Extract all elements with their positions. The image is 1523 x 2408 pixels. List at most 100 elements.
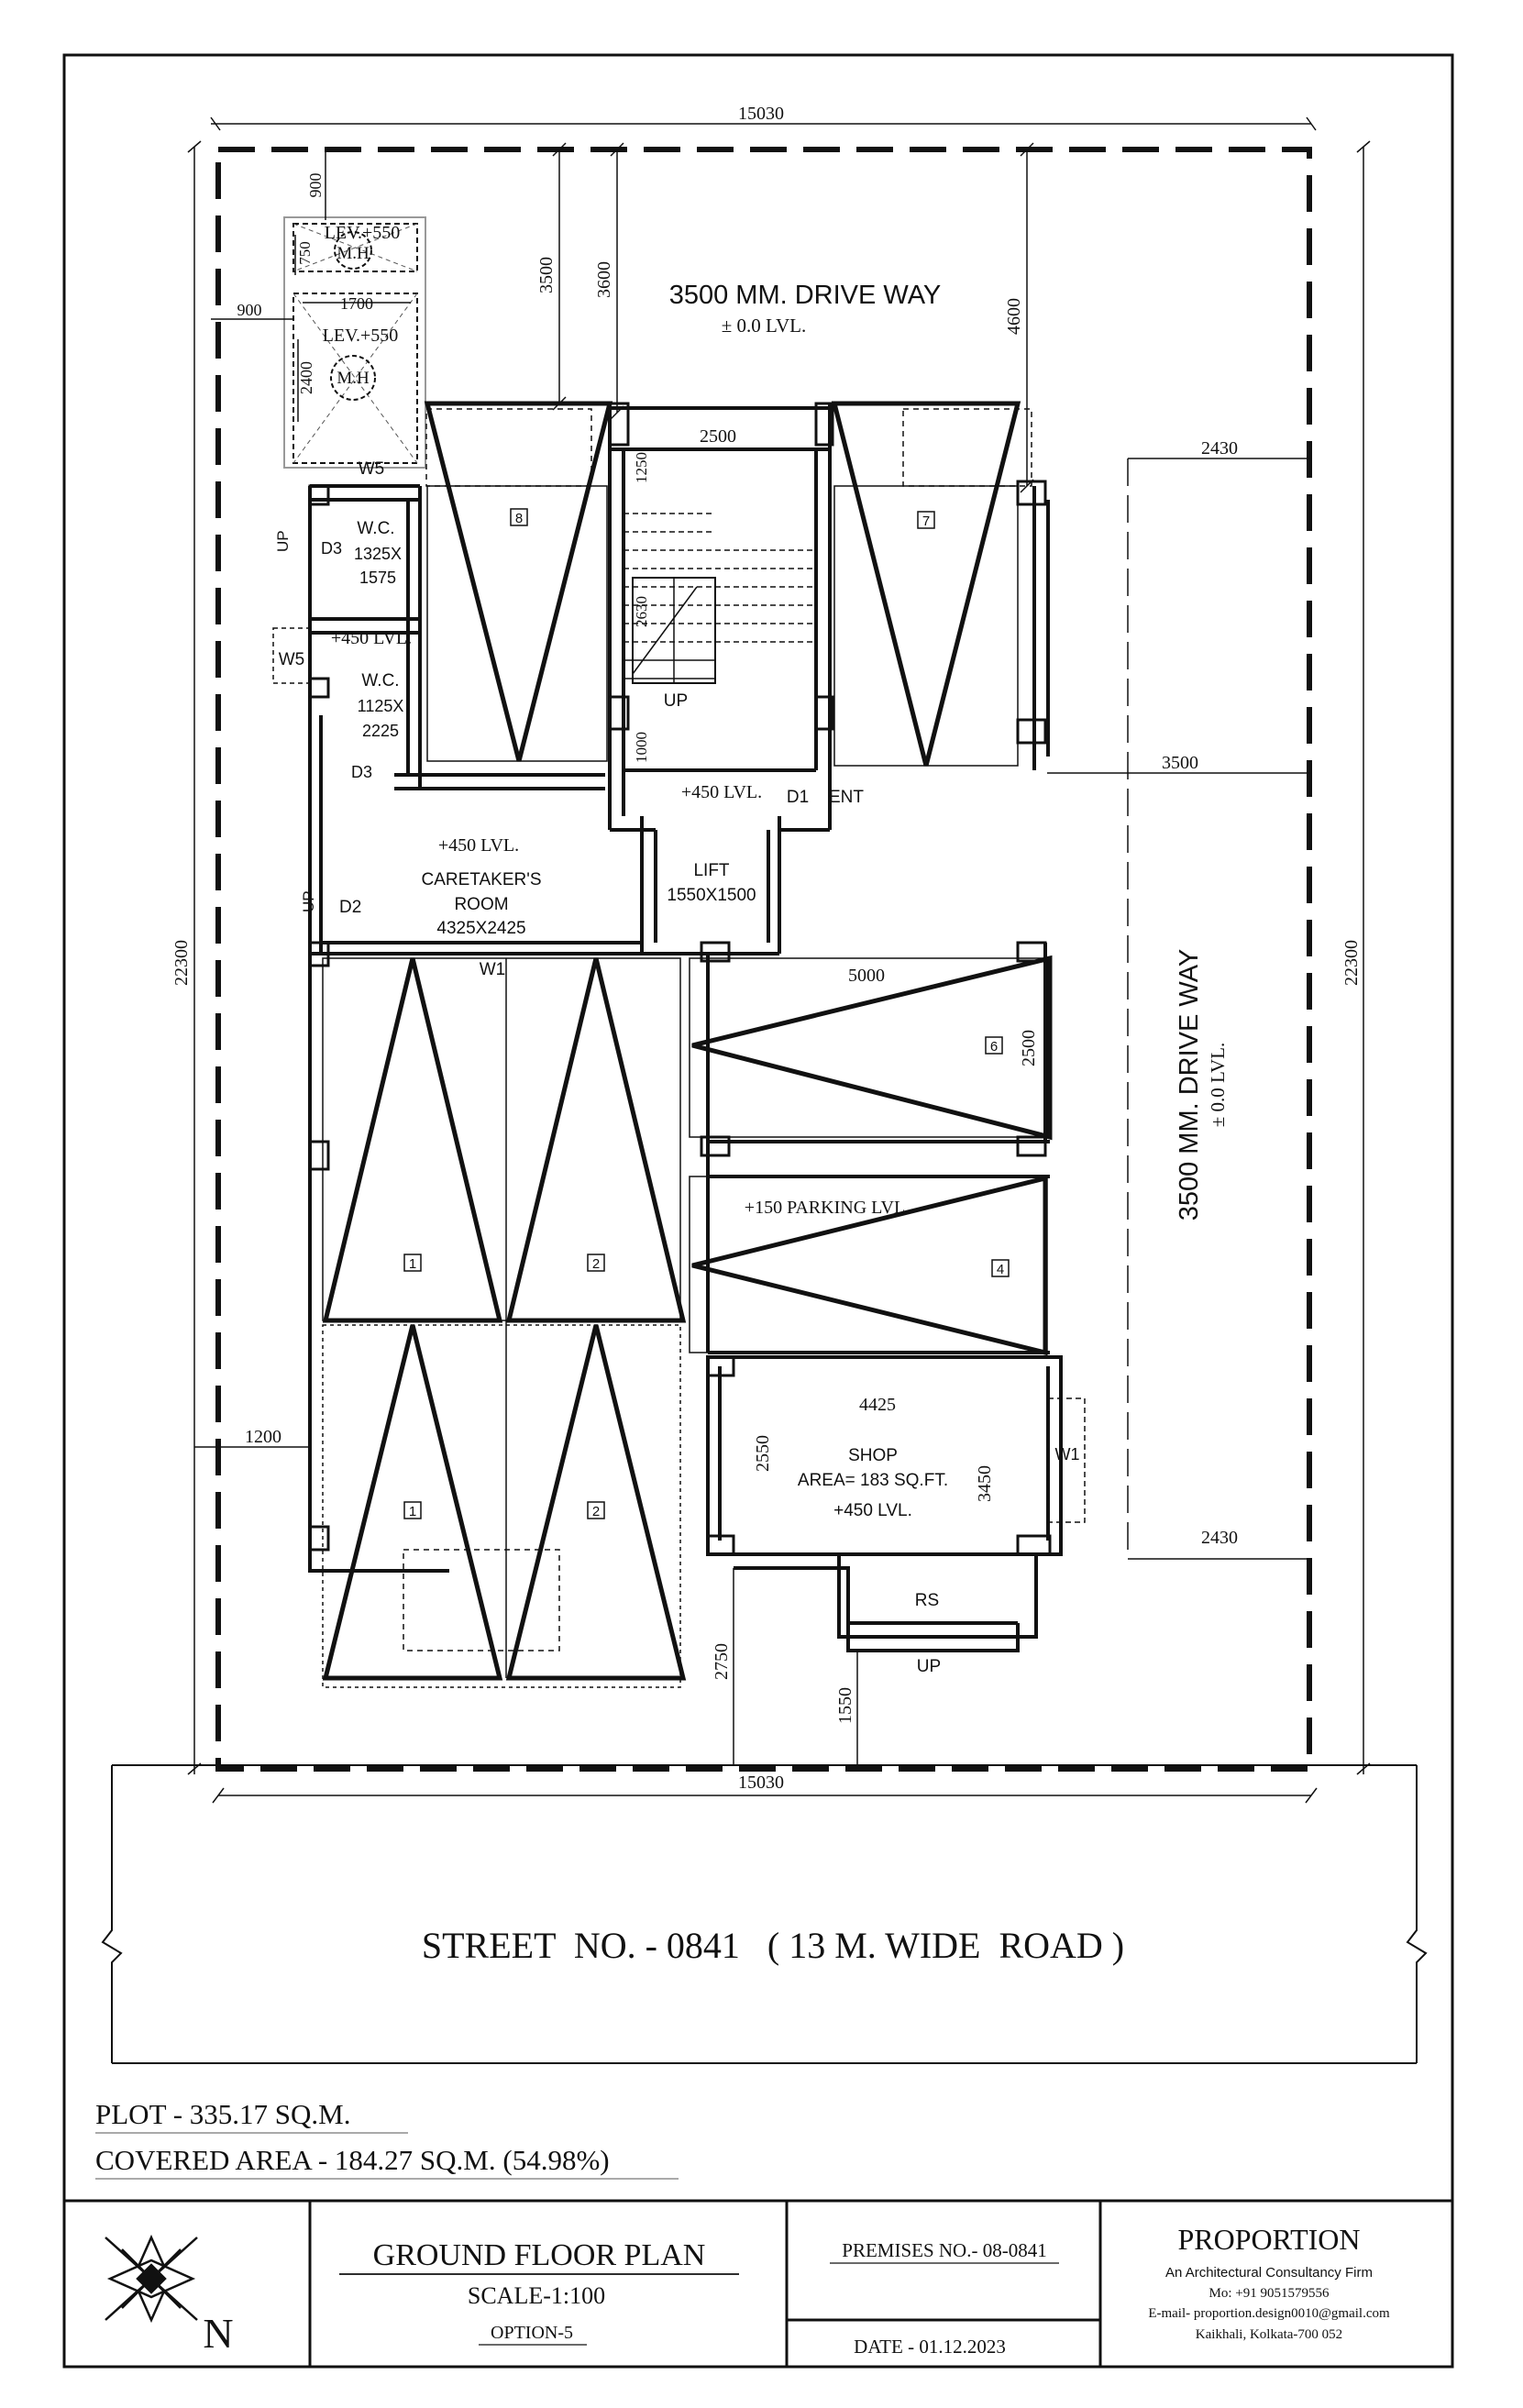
car-slot-1a: 1: [409, 1256, 416, 1272]
wc2-size-1: 1125X: [358, 697, 404, 715]
lev-label-2: LEV.+550: [323, 326, 399, 346]
wc1-size-2: 1575: [359, 569, 396, 587]
dim-stair-1000: 1000: [633, 732, 650, 763]
title-block-frame: [64, 2199, 1452, 2367]
plot-area: PLOT - 335.17 SQ.M.: [95, 2098, 350, 2130]
car-slot-number-boxes: [403, 508, 1010, 1519]
wc2-level: +450 LVL.: [331, 628, 412, 648]
firm-mobile: Mo: +91 9051579556: [1209, 2286, 1330, 2301]
dim-mh-2400: 2400: [297, 361, 315, 394]
dim-bottom-width: 15030: [738, 1773, 784, 1793]
wc1-title: W.C.: [357, 519, 394, 538]
car-slot-1b: 1: [409, 1504, 416, 1519]
mh-label-2: M.H: [337, 369, 370, 388]
dim-right-3500: 3500: [1162, 753, 1198, 773]
street-label: STREET NO. - 0841 ( 13 M. WIDE ROAD ): [422, 1925, 1124, 1966]
north-label: N: [203, 2310, 233, 2357]
firm-address: Kaikhali, Kolkata-700 052: [1196, 2327, 1342, 2342]
wc1-size-1: 1325X: [354, 545, 402, 563]
lift-size: 1550X1500: [667, 886, 756, 905]
d2-label: D2: [339, 898, 361, 917]
shop-window-frames: [272, 627, 1086, 1523]
dim-parking-5000: 5000: [848, 966, 885, 986]
drawing-option: OPTION-5: [491, 2323, 573, 2343]
premises-number: PREMISES NO.- 08-0841: [842, 2239, 1046, 2261]
up-wc-label: UP: [274, 530, 292, 552]
shop-area: AREA= 183 SQ.FT.: [798, 1471, 948, 1490]
dim-right-2430-top: 2430: [1201, 438, 1238, 458]
sheet-border: [62, 53, 1454, 2369]
caretaker-level: +450 LVL.: [438, 835, 519, 856]
lev-label-1: LEV.+550: [325, 223, 401, 243]
d1-label: D1: [787, 788, 809, 807]
drawing-scale: SCALE-1:100: [468, 2282, 605, 2309]
dim-manhole-left: 900: [237, 301, 262, 319]
dim-left-height: 22300: [171, 940, 192, 986]
dim-shop-4425: 4425: [859, 1395, 896, 1415]
dim-right-height: 22300: [1341, 940, 1362, 986]
w5-left-label: W5: [279, 650, 305, 669]
drawing-date: DATE - 01.12.2023: [854, 2336, 1006, 2358]
top-setback-dims: [552, 142, 1034, 493]
car-slot-2b: 2: [592, 1504, 600, 1519]
stair-up-label: UP: [664, 691, 688, 711]
ent-label: ENT: [829, 788, 864, 807]
driveway-top-level: ± 0.0 LVL.: [722, 315, 806, 337]
columns: [308, 402, 1052, 1556]
dim-parking-2500: 2500: [1019, 1030, 1039, 1066]
dim-right-2430-bottom: 2430: [1201, 1528, 1238, 1548]
covered-area: COVERED AREA - 184.27 SQ.M. (54.98%): [95, 2144, 610, 2176]
building-walls: [308, 403, 1063, 1652]
car-slot-2a: 2: [592, 1256, 600, 1272]
dim-front-2750: 2750: [712, 1643, 732, 1680]
dim-3500-top: 3500: [536, 257, 557, 293]
d3-label-b: D3: [351, 763, 372, 781]
caretaker-title-2: ROOM: [454, 895, 508, 914]
dim-stair-2630: 2630: [633, 596, 650, 627]
up-shop-label: UP: [917, 1657, 941, 1676]
caretaker-size: 4325X2425: [436, 919, 525, 938]
w1-caretaker-label: W1: [480, 960, 506, 979]
overall-dimensions: [187, 116, 1371, 1804]
right-setback-dims: [194, 458, 1311, 1765]
dim-shop-2550: 2550: [753, 1435, 773, 1472]
firm-email: E-mail- proportion.design0010@gmail.com: [1148, 2306, 1390, 2321]
dim-stair-1250: 1250: [633, 452, 650, 483]
mh-label-1: M.H: [337, 244, 370, 263]
shop-title: SHOP: [848, 1446, 898, 1465]
car-slot-frames: [322, 408, 1048, 1688]
lift-title: LIFT: [693, 861, 729, 880]
manhole-area: [211, 147, 426, 469]
shop-level: +450 LVL.: [833, 1501, 912, 1520]
car-slot-7: 7: [922, 514, 930, 529]
dim-stair-2500: 2500: [700, 426, 736, 447]
dim-shop-3450: 3450: [975, 1465, 995, 1502]
dim-3600-top: 3600: [594, 261, 614, 298]
street-outline: [101, 1764, 1428, 2064]
driveway-right-label: 3500 MM. DRIVE WAY: [1175, 949, 1204, 1221]
car-slot-4: 4: [997, 1262, 1004, 1277]
w5-top-label: W5: [359, 459, 385, 479]
firm-tagline: An Architectural Consultancy Firm: [1165, 2265, 1373, 2281]
rs-label: RS: [915, 1591, 939, 1610]
dim-4600-top: 4600: [1004, 298, 1024, 335]
car-slot-6: 6: [990, 1039, 998, 1055]
staircase: [624, 513, 816, 684]
wc2-size-2: 2225: [362, 722, 399, 740]
plot-boundary: [215, 147, 1312, 1772]
lobby-level: +450 LVL.: [681, 782, 762, 802]
driveway-right-level: ± 0.0 LVL.: [1207, 1043, 1229, 1127]
wc2-title: W.C.: [361, 671, 399, 690]
dim-mh-1700: 1700: [340, 294, 373, 313]
dim-manhole-top: 900: [306, 173, 325, 198]
d3-label-a: D3: [321, 539, 342, 558]
firm-name: PROPORTION: [1178, 2223, 1361, 2256]
parking-level: +150 PARKING LVL.: [745, 1198, 910, 1218]
w1-shop-label: W1: [1055, 1445, 1080, 1464]
drawing-title: GROUND FLOOR PLAN: [373, 2238, 706, 2272]
caretaker-title-1: CARETAKER'S: [421, 870, 541, 889]
driveway-top-label: 3500 MM. DRIVE WAY: [669, 281, 942, 310]
dim-front-1550: 1550: [835, 1687, 855, 1724]
dim-mh-750: 750: [296, 241, 314, 265]
